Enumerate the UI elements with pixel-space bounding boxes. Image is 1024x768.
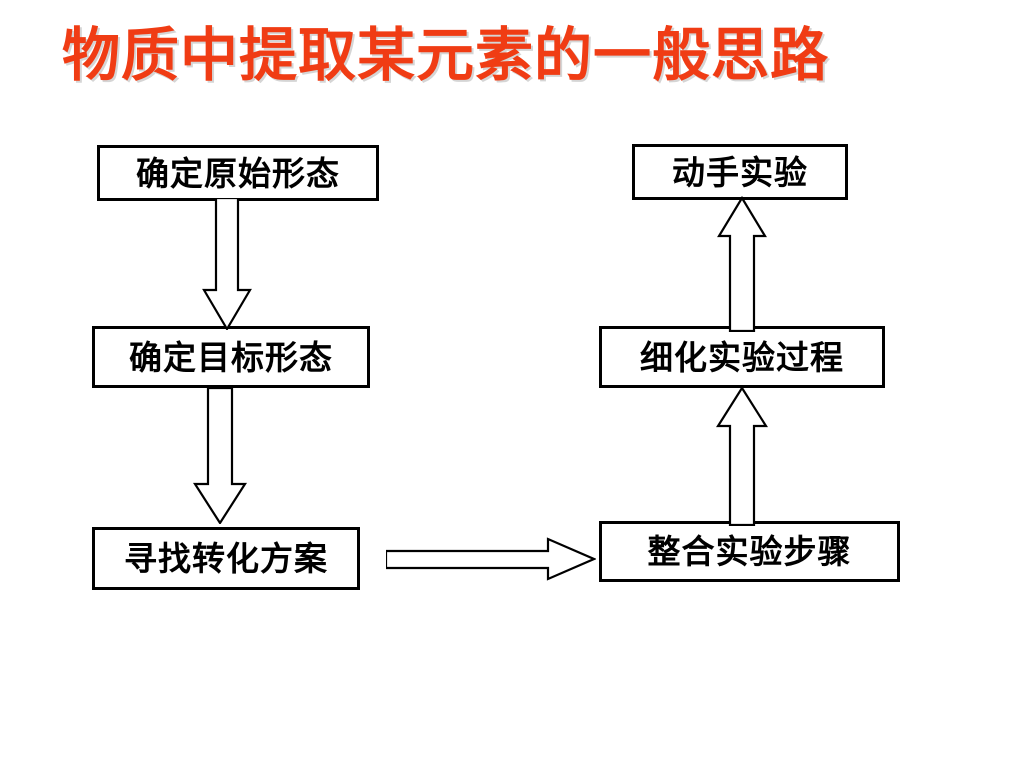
- flow-box-refine[interactable]: 细化实验过程: [599, 326, 885, 388]
- page-title: 物质中提取某元素的一般思路: [62, 21, 830, 89]
- flow-box-label: 确定原始形态: [136, 153, 340, 193]
- flow-box-target-form[interactable]: 确定目标形态: [92, 326, 370, 388]
- arrow-up-icon: [710, 386, 780, 526]
- arrow-right-icon: [386, 534, 596, 584]
- flow-box-integrate[interactable]: 整合实验步骤: [599, 521, 900, 582]
- arrow-down-icon: [190, 388, 260, 524]
- flow-box-origin-form[interactable]: 确定原始形态: [97, 145, 379, 201]
- arrow-down-icon: [190, 198, 260, 330]
- flow-box-experiment[interactable]: 动手实验: [632, 144, 848, 200]
- arrow-up-icon: [710, 196, 780, 332]
- flow-box-label: 确定目标形态: [129, 337, 333, 377]
- flow-box-label: 细化实验过程: [640, 337, 844, 377]
- flow-box-conversion[interactable]: 寻找转化方案: [92, 527, 360, 590]
- flow-box-label: 整合实验步骤: [647, 532, 852, 571]
- flow-box-label: 动手实验: [672, 152, 808, 192]
- flow-box-label: 寻找转化方案: [124, 539, 328, 578]
